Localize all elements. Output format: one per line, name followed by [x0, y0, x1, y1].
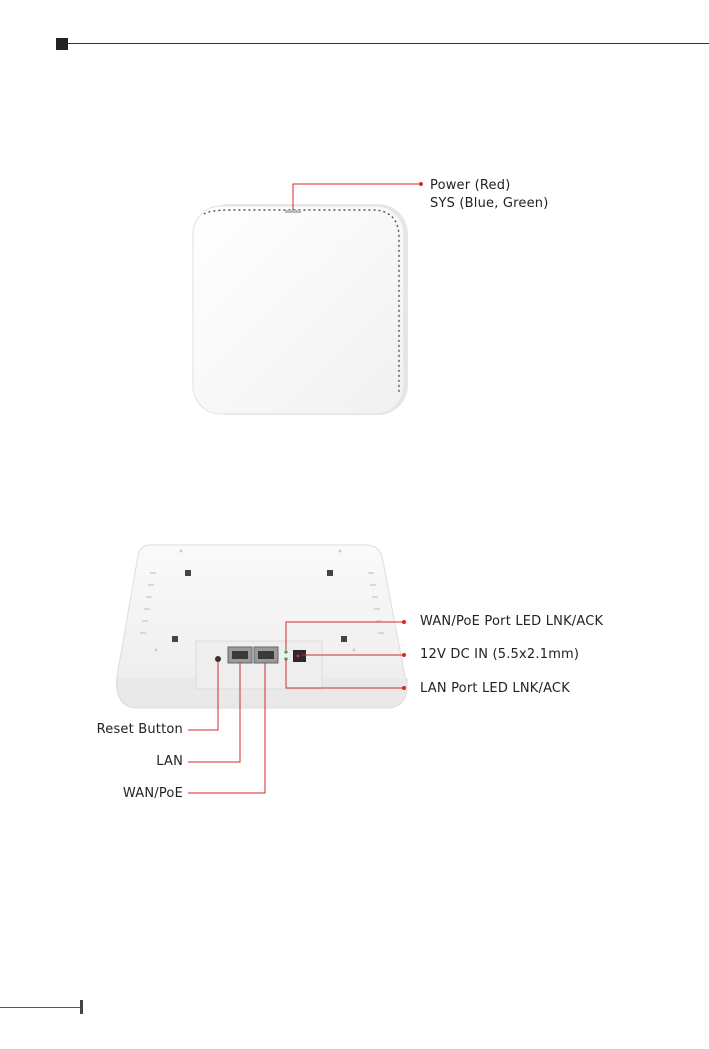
dc-in-label: 12V DC IN (5.5x2.1mm) [420, 645, 579, 664]
wan-poe-port-socket [258, 651, 274, 659]
wan-led-callout-dot [402, 620, 406, 624]
screw-hole [180, 550, 183, 553]
access-point-top-view [193, 204, 408, 415]
dc-jack-pin [297, 655, 300, 658]
lan-led-label: LAN Port LED LNK/ACK [420, 679, 570, 698]
lan-led-callout-dot [402, 686, 406, 690]
sys-label: SYS (Blue, Green) [430, 194, 549, 213]
wan-poe-label: WAN/PoE [123, 784, 183, 803]
screw-hole [155, 649, 158, 652]
mount-slot [185, 570, 191, 576]
screw-hole [353, 649, 356, 652]
wan-led-label: WAN/PoE Port LED LNK/ACK [420, 612, 603, 631]
lan-port-socket [232, 651, 248, 659]
wan-led [284, 650, 287, 653]
access-point-bottom-view [117, 545, 407, 708]
mount-slot [341, 636, 347, 642]
mount-slot [327, 570, 333, 576]
dc-in-callout-dot [402, 653, 406, 657]
power-callout-dot [419, 182, 423, 186]
status-led-bar [285, 210, 301, 213]
footer-marker [80, 1000, 83, 1014]
device-top-face [193, 206, 404, 414]
power-label: Power (Red) [430, 176, 510, 195]
lan-label: LAN [156, 752, 183, 771]
reset-button-hole [215, 656, 221, 662]
screw-hole [339, 550, 342, 553]
reset-button-label: Reset Button [97, 720, 183, 739]
mount-slot [172, 636, 178, 642]
footer-rule [0, 1007, 80, 1008]
